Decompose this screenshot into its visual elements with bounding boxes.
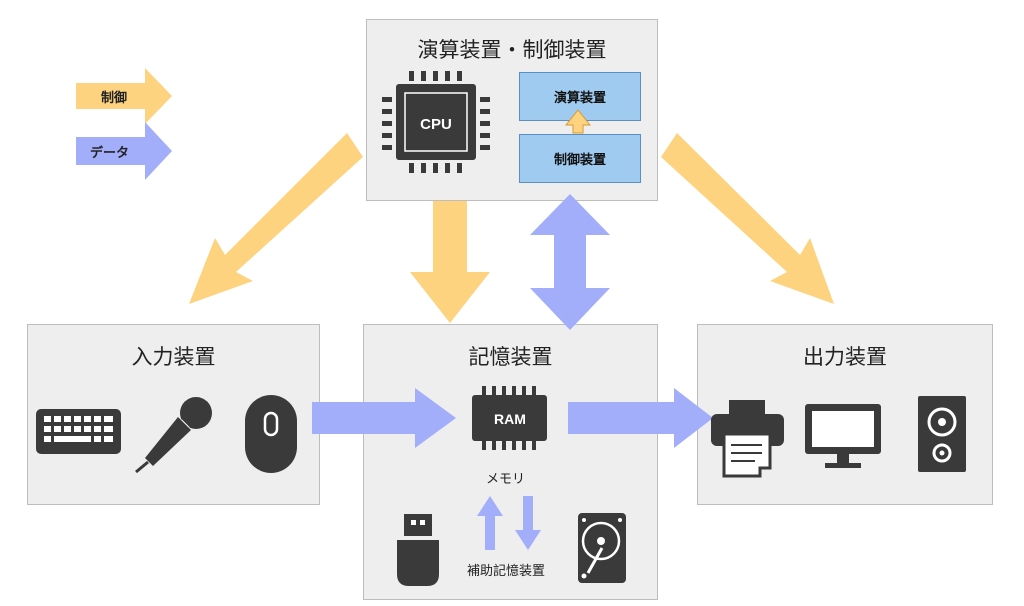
control-unit-box: 制御装置	[519, 134, 641, 183]
printer-icon	[711, 400, 784, 478]
aux-up-arrow	[477, 496, 503, 550]
cpu-box: 演算装置・制御装置 演算装置 制御装置	[366, 19, 658, 201]
legend-data-arrow	[76, 122, 172, 180]
usb-drive-icon	[397, 514, 439, 586]
data-arrow-cpu-memory	[530, 194, 610, 330]
legend-data-label: データ	[90, 146, 130, 161]
alu-label: 演算装置	[553, 91, 606, 106]
control-unit-label: 制御装置	[553, 153, 606, 168]
cpu-chip-label: CPU	[420, 116, 452, 133]
speaker-icon	[918, 396, 966, 472]
memory-box-title: 記憶装置	[468, 345, 553, 369]
memory-label: メモリ	[486, 472, 526, 487]
data-arrow-input-to-memory	[312, 388, 456, 448]
output-box-title: 出力装置	[803, 345, 887, 369]
cpu-chip-icon	[382, 71, 490, 173]
ram-chip-icon	[472, 386, 547, 450]
aux-storage-label: 補助記憶装置	[467, 564, 546, 579]
cpu-box-title: 演算装置・制御装置	[417, 38, 607, 62]
control-arrow-to-output	[661, 133, 834, 304]
legend-control-label: 制御	[101, 91, 128, 106]
microphone-icon	[135, 397, 212, 474]
legend-control-arrow	[76, 68, 172, 124]
control-arrow-to-memory	[410, 201, 490, 323]
data-arrow-memory-to-output	[568, 388, 713, 448]
keyboard-icon	[36, 409, 121, 454]
control-arrow-to-input	[189, 133, 363, 304]
input-box-title: 入力装置	[131, 345, 216, 369]
mouse-icon	[245, 395, 297, 473]
control-to-alu-arrow	[564, 109, 592, 134]
aux-down-arrow	[515, 496, 541, 550]
ram-chip-label: RAM	[494, 411, 526, 427]
monitor-icon	[805, 404, 881, 468]
hard-disk-icon	[578, 513, 626, 583]
